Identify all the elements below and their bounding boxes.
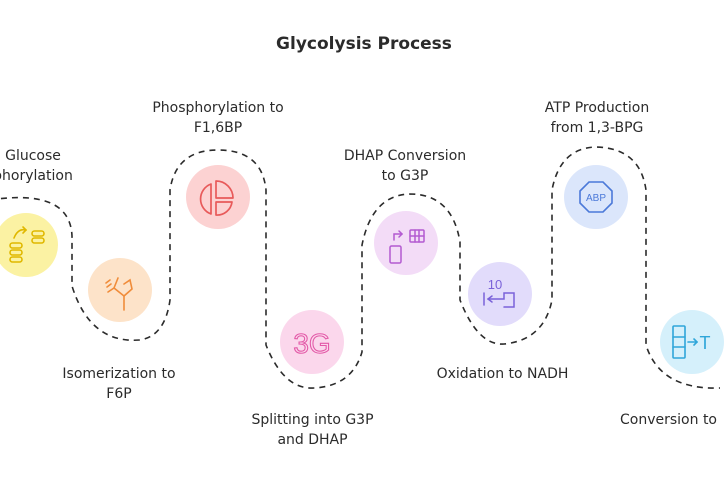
step-label-6: Oxidation to NADH: [436, 366, 569, 382]
svg-text:ABP: ABP: [586, 193, 606, 204]
convert-table-icon: [389, 229, 425, 264]
convert-column-icon: [672, 325, 699, 359]
step-node-1: [0, 213, 58, 277]
3g-text-icon: 3G: [293, 328, 330, 359]
oxidation-arrow-lines: [483, 292, 515, 308]
dashed-wave-line: [0, 146, 721, 389]
step-node-3: [186, 165, 250, 229]
step-node-8: T: [660, 310, 724, 374]
step-node-4: 3G: [280, 310, 344, 374]
step-node-2: [88, 258, 152, 322]
transfer-stacks-icon: [9, 226, 45, 263]
oxidation-arrow-icon: 10: [488, 277, 502, 292]
step-node-7: ABP: [564, 165, 628, 229]
pie-split-icon: [199, 180, 234, 216]
molecule-shift-icon: [105, 277, 133, 311]
step-label-8: Conversion to: [620, 412, 717, 428]
svg-text:T: T: [700, 333, 711, 353]
diagram-title: Glycolysis Process: [276, 34, 452, 54]
step-node-6: 10: [468, 262, 532, 326]
abp-octagon-icon: ABP: [579, 181, 613, 213]
step-node-5: [374, 211, 438, 275]
